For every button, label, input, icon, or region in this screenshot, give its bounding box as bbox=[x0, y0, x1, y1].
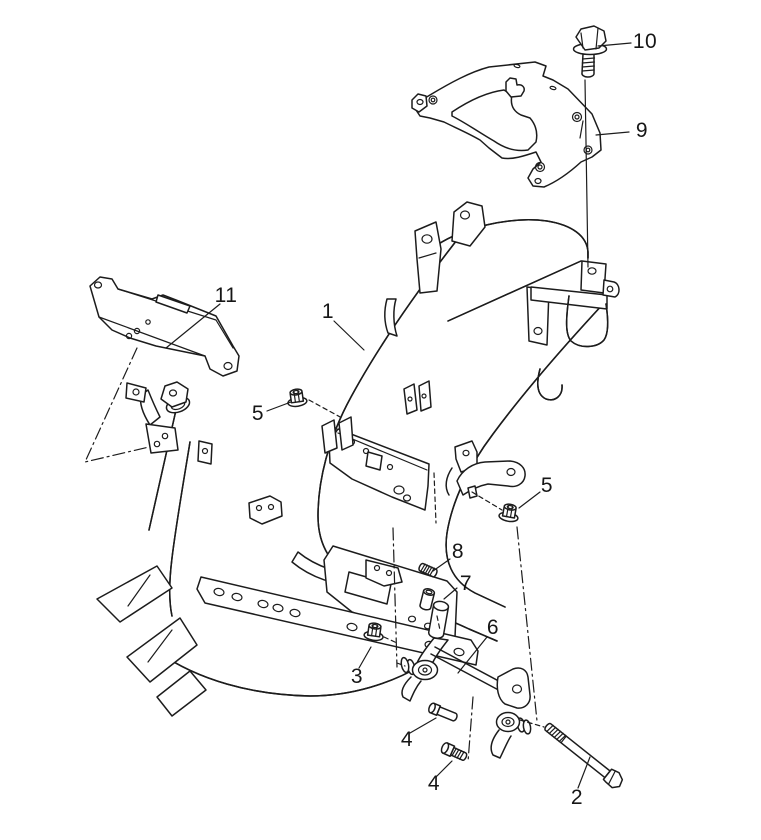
side-bracket-drawing bbox=[89, 276, 240, 377]
collar-drawing bbox=[419, 588, 436, 611]
callout-4-lower: 4 bbox=[427, 772, 441, 795]
callout-5-left: 5 bbox=[251, 402, 265, 425]
pivot-bolt-lower-drawing bbox=[440, 742, 468, 761]
callout-4-upper: 4 bbox=[400, 728, 414, 751]
callout-8: 8 bbox=[451, 540, 465, 563]
callout-1: 1 bbox=[321, 300, 335, 323]
construction-lines bbox=[84, 79, 589, 763]
leader-lines bbox=[165, 42, 632, 789]
long-bolt-drawing bbox=[544, 722, 624, 789]
flange-nut-left-drawing bbox=[285, 387, 309, 409]
main-frame-drawing bbox=[96, 201, 620, 717]
callout-10: 10 bbox=[632, 30, 658, 53]
callout-6: 6 bbox=[486, 616, 500, 639]
flange-nut-right-drawing bbox=[497, 501, 521, 524]
callout-11: 11 bbox=[214, 284, 238, 307]
rear-bracket-drawing bbox=[411, 61, 602, 188]
pivot-bolt-upper-drawing bbox=[428, 702, 458, 722]
callout-3: 3 bbox=[350, 665, 364, 688]
callout-7: 7 bbox=[459, 572, 473, 595]
stud-drawing bbox=[418, 562, 438, 578]
callout-9: 9 bbox=[635, 119, 649, 142]
flange-bolt-drawing bbox=[572, 25, 608, 78]
callout-2: 2 bbox=[570, 786, 584, 809]
lever-rod-drawing bbox=[400, 600, 532, 759]
callout-5-right: 5 bbox=[540, 474, 554, 497]
